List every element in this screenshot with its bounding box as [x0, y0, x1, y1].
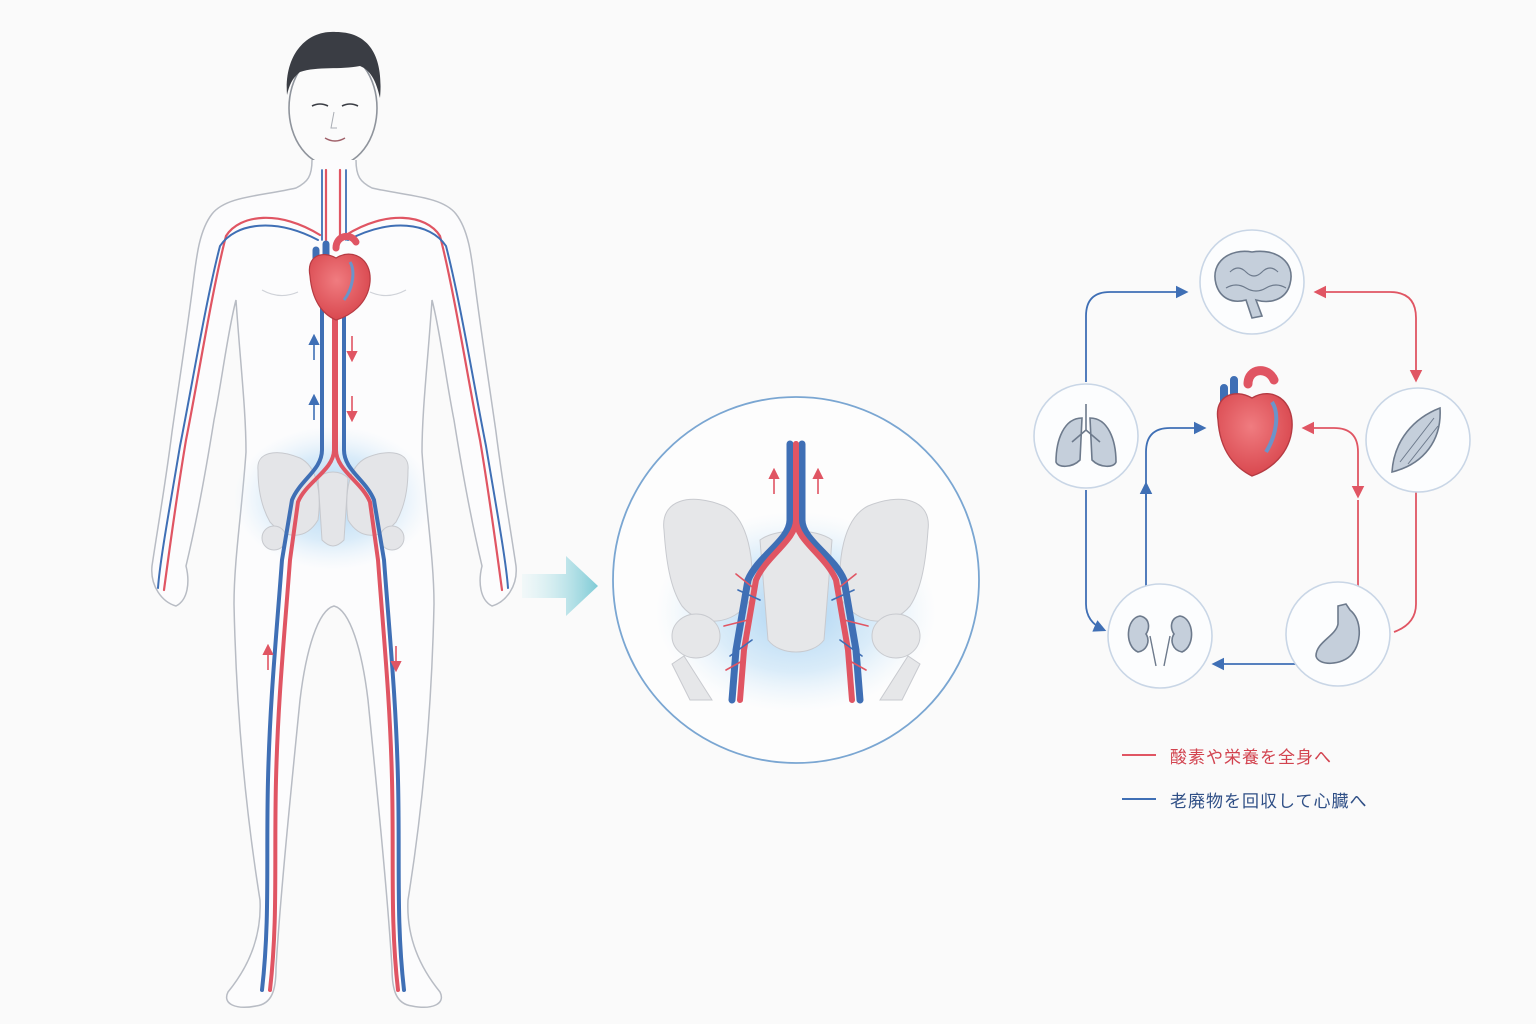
legend-item-supply: 酸素や栄養を全身へ: [1122, 738, 1442, 772]
lungs-node: [1033, 383, 1139, 489]
return-flow-line: [1145, 421, 1207, 586]
muscle-icon: [1391, 406, 1441, 474]
stomach-icon: [1315, 603, 1361, 665]
circulation-cycle: [1085, 285, 1423, 671]
pelvis-bones: [257, 452, 409, 551]
body-outline: [151, 159, 517, 1008]
head: [286, 31, 381, 167]
legend-label: 酸素や栄養を全身へ: [1170, 747, 1332, 768]
lungs-icon: [1055, 404, 1117, 468]
zoom-arrow: [522, 556, 598, 616]
supply-flow-line: [1393, 490, 1417, 633]
brain-icon: [1214, 250, 1292, 319]
legend-swatch-blue: [1122, 798, 1156, 800]
central-vessels: [157, 168, 509, 992]
stomach-node: [1285, 581, 1391, 687]
legend-swatch-red: [1122, 754, 1156, 756]
human-body-figure: [151, 31, 517, 1008]
heart-icon: [1216, 366, 1293, 477]
body-heart: [308, 232, 371, 321]
supply-flow-line: [1301, 421, 1365, 499]
body-flow-arrows: [262, 333, 402, 673]
legend-item-return: 老廃物を回収して心臓へ: [1122, 782, 1442, 816]
return-flow-line: [1085, 490, 1107, 632]
supply-flow-line: [1313, 285, 1423, 383]
kidneys-node: [1107, 583, 1213, 689]
muscle-node: [1365, 387, 1471, 493]
legend-label: 老廃物を回収して心臓へ: [1170, 791, 1368, 812]
kidneys-icon: [1127, 615, 1193, 667]
pelvis-zoom-circle: [612, 396, 980, 764]
brain-node: [1199, 229, 1305, 335]
heart-node: [1216, 366, 1293, 477]
return-flow-line: [1085, 285, 1189, 382]
